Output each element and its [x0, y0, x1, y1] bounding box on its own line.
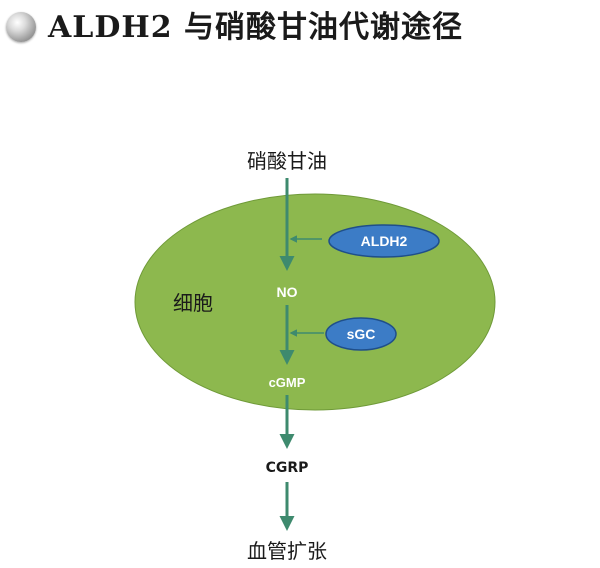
sgc-enzyme: [325, 317, 397, 351]
aldh2-enzyme: [328, 224, 440, 258]
vasodilation-label: 血管扩张: [247, 539, 327, 563]
sgc-label: sGC: [347, 326, 376, 342]
cgmp-label: cGMP: [269, 375, 306, 390]
no-label: NO: [277, 284, 298, 300]
cell-label: 细胞: [173, 291, 213, 315]
cgrp-label: CGRP: [266, 460, 309, 476]
aldh2-label: ALDH2: [361, 233, 408, 249]
nitroglycerin-label: 硝酸甘油: [247, 149, 327, 173]
page-title: ALDH2 与硝酸甘油代谢途径: [48, 10, 464, 45]
title-bar: ALDH2 与硝酸甘油代谢途径: [0, 0, 600, 56]
bullet-icon: [6, 12, 36, 42]
